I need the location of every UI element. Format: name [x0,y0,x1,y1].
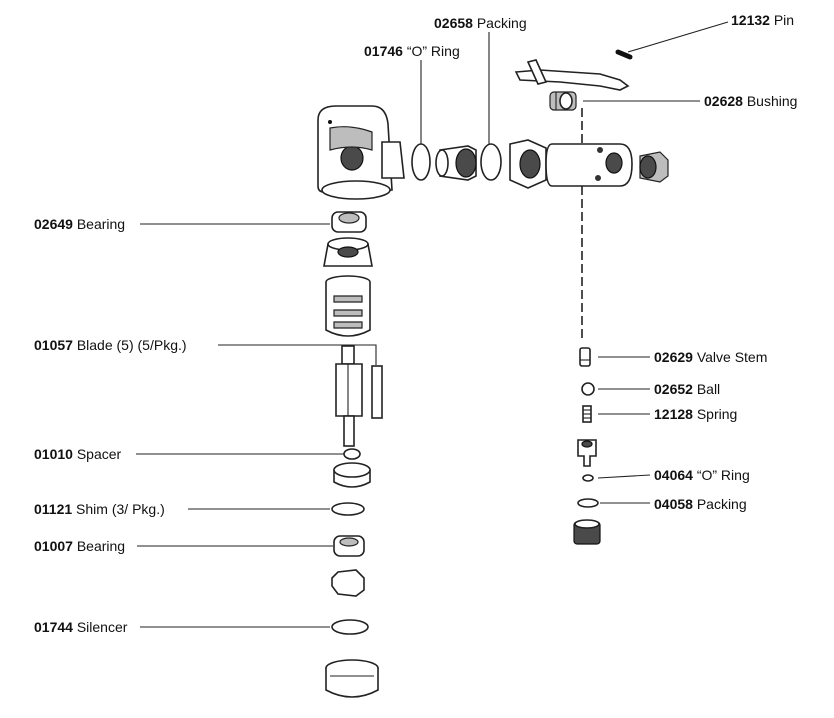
label-spacer: 01010 Spacer [34,446,121,462]
part-number: 02652 [654,381,693,397]
bearing-01007-part [333,535,365,557]
label-spring: 12128 Spring [654,406,737,422]
part-desc: Shim (3/ Pkg.) [72,501,165,517]
silencer-01744-part [331,619,369,635]
part-desc: Bushing [742,93,798,109]
valve-body [545,143,633,187]
part-number: 02629 [654,349,693,365]
part-number: 04058 [654,496,693,512]
part-desc: Bearing [72,538,126,554]
leader-lines [136,21,729,628]
part-desc: Valve Stem [692,349,768,365]
part-desc: Packing [692,496,747,512]
bearing-02649-part [331,211,367,233]
cylinder-sleeve [325,275,371,337]
label-bushing: 02628 Bushing [704,93,797,109]
bottom-cap [325,659,379,698]
shim-01121-part [331,502,365,516]
valve-housing [317,105,405,200]
adapter-fitting [435,145,477,181]
ball-02652-part [581,382,595,396]
part-desc: Blade (5) (5/Pkg.) [72,337,187,353]
valve-cap [573,519,601,545]
o-ring-01746-part [411,143,431,181]
lever-handle [514,59,630,91]
label-packing-02658: 02658 Packing [434,15,527,31]
label-pin: 12132 Pin [731,12,794,28]
rotor-cap [323,237,373,267]
part-number: 04064 [654,467,693,483]
part-desc: Pin [769,12,795,28]
rotor-shaft [335,345,363,447]
part-desc: Spacer [72,446,122,462]
spring-12128-part [582,405,592,423]
label-packing-04058: 04058 Packing [654,496,747,512]
shaft-nut [331,569,365,597]
label-valve-stem: 02629 Valve Stem [654,349,767,365]
label-ball: 02652 Ball [654,381,720,397]
blade-01057-part [371,365,383,419]
bushing-part [549,91,577,111]
part-desc: Packing [472,15,527,31]
part-desc: Ball [692,381,721,397]
part-number: 01057 [34,337,73,353]
part-desc: Silencer [72,619,128,635]
part-number: 02649 [34,216,73,232]
part-number: 02628 [704,93,743,109]
end-cap-fitting [639,151,669,183]
part-number: 01010 [34,446,73,462]
part-number: 01744 [34,619,73,635]
valve-stem-02629-part [579,347,591,367]
hex-nut [509,139,547,189]
spacer-01010-part [333,448,371,488]
label-silencer: 01744 Silencer [34,619,127,635]
part-number: 01121 [34,501,73,517]
label-blade: 01057 Blade (5) (5/Pkg.) [34,337,187,353]
valve-seat [577,439,597,467]
o-ring-04064-part [582,474,594,482]
label-bearing-01007: 01007 Bearing [34,538,125,554]
part-desc: Bearing [72,216,126,232]
part-desc: “O” Ring [402,43,460,59]
label-o-ring-04064: 04064 “O” Ring [654,467,750,483]
label-shim: 01121 Shim (3/ Pkg.) [34,501,165,517]
part-desc: “O” Ring [692,467,750,483]
part-number: 01007 [34,538,73,554]
label-bearing-02649: 02649 Bearing [34,216,125,232]
packing-04058-part [577,498,599,508]
label-o-ring-01746: 01746 “O” Ring [364,43,460,59]
packing-02658-part [480,143,502,181]
part-desc: Spring [692,406,738,422]
pin-part [615,49,633,60]
part-number: 12132 [731,12,770,28]
part-number: 12128 [654,406,693,422]
part-number: 02658 [434,15,473,31]
part-number: 01746 [364,43,403,59]
